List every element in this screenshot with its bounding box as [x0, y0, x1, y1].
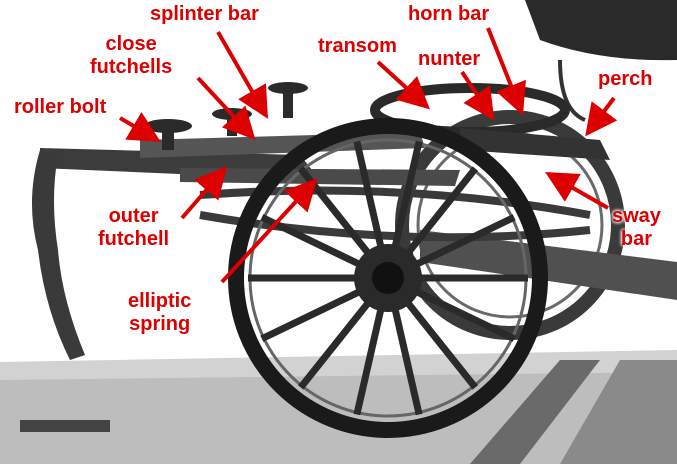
splinter-end — [31, 150, 85, 360]
wheel-spoke — [403, 166, 479, 257]
wheel-spoke — [403, 299, 479, 390]
label-splinter-bar: splinter bar — [150, 3, 259, 25]
wheel-spoke — [353, 306, 385, 416]
carriage-body — [525, 0, 677, 122]
wheel-spoke — [297, 299, 373, 390]
label-transom: transom — [318, 35, 397, 57]
arrow-perch — [585, 96, 618, 137]
arrows — [118, 27, 618, 284]
futchell-bars — [40, 128, 610, 186]
wheel-spoke — [413, 287, 516, 342]
label-sway-bar: sway bar — [612, 205, 661, 250]
label-perch: perch — [598, 68, 653, 90]
label-outer-futchell: outer futchell — [98, 205, 170, 250]
arrow-nunter — [460, 70, 495, 121]
arrow-transom — [376, 60, 430, 110]
arrow-elliptic-spring — [220, 178, 318, 284]
wheel-spoke — [413, 214, 516, 269]
label-close-futchells: close futchells — [90, 33, 173, 78]
wheel-spoke — [353, 140, 385, 250]
arrow-horn-bar — [486, 27, 526, 116]
wheel-spoke — [260, 287, 363, 342]
arrow-roller-bolt — [118, 112, 161, 143]
arrow-outer-futchell — [180, 165, 228, 220]
wheel-spoke — [260, 214, 363, 269]
wheel-spoke — [391, 140, 423, 250]
arrow-sway-bar — [545, 172, 609, 210]
label-horn-bar: horn bar — [408, 3, 490, 25]
wheel-spoke — [391, 306, 423, 416]
front-wheel — [228, 118, 548, 438]
label-nunter: nunter — [418, 48, 481, 70]
pole — [420, 230, 677, 300]
arrow-splinter-bar — [216, 31, 268, 119]
label-elliptic-spring: elliptic spring — [128, 290, 192, 335]
label-roller-bolt: roller bolt — [14, 96, 107, 118]
arrow-close-futchells — [196, 76, 256, 140]
